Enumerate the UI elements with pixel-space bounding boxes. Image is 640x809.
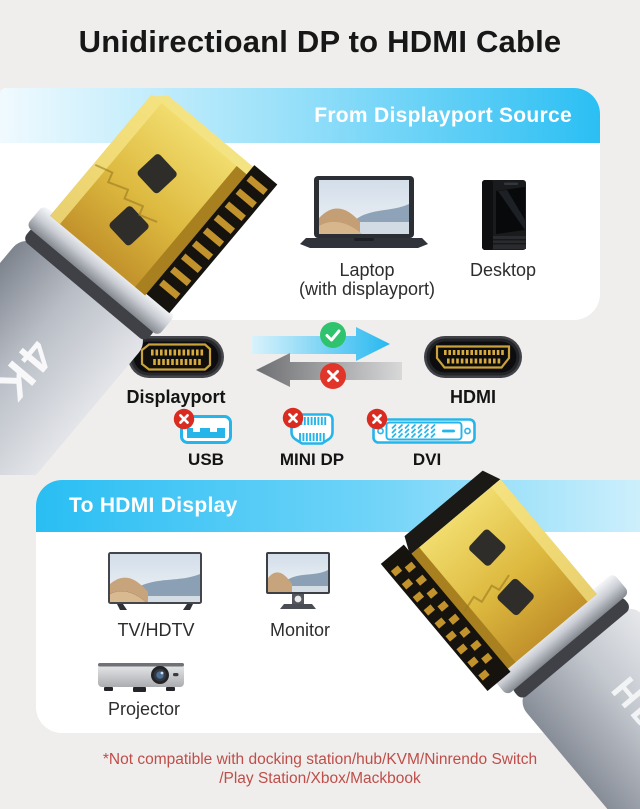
cross-icon <box>366 408 388 430</box>
hdmi-port-icon <box>424 336 522 378</box>
mini-dp-label: MINI DP <box>279 450 345 469</box>
page-title: Unidirectioanl DP to HDMI Cable <box>78 24 562 59</box>
monitor-icon <box>266 552 330 609</box>
check-icon <box>320 322 346 348</box>
laptop-sublabel: (with displayport) <box>298 279 436 299</box>
projector-label: Projector <box>107 699 181 719</box>
projector-icon <box>98 663 184 692</box>
source-banner-label: From Displayport Source <box>314 104 572 127</box>
footer-note-line2: /Play Station/Xbox/Mackbook <box>219 770 421 787</box>
hdmi-cable-photo: HDMI <box>380 470 640 809</box>
usb-port-icon <box>180 415 232 444</box>
laptop-label: Laptop <box>339 260 395 280</box>
tv-icon <box>108 552 202 610</box>
tv-label: TV/HDTV <box>117 620 195 640</box>
display-banner-label: To HDMI Display <box>69 494 238 517</box>
dp-cable-photo: 4K <box>0 94 278 475</box>
laptop-icon <box>300 176 428 248</box>
displayport-label: Displayport <box>126 387 226 407</box>
cross-icon <box>320 363 346 389</box>
source-banner: From Displayport Source <box>0 88 600 143</box>
displayport-port-icon <box>128 336 224 378</box>
cross-icon <box>173 408 195 430</box>
usb-label: USB <box>188 450 224 469</box>
desktop-label: Desktop <box>469 260 537 280</box>
desktop-tower-icon <box>482 180 526 250</box>
dvi-label: DVI <box>412 450 442 469</box>
cross-icon <box>282 407 304 429</box>
hdmi-label: HDMI <box>450 387 496 407</box>
dvi-port-icon <box>372 418 476 444</box>
monitor-label: Monitor <box>269 620 331 640</box>
footer-note-line1: *Not compatible with docking station/hub… <box>102 751 538 768</box>
display-banner: To HDMI Display <box>36 480 640 532</box>
